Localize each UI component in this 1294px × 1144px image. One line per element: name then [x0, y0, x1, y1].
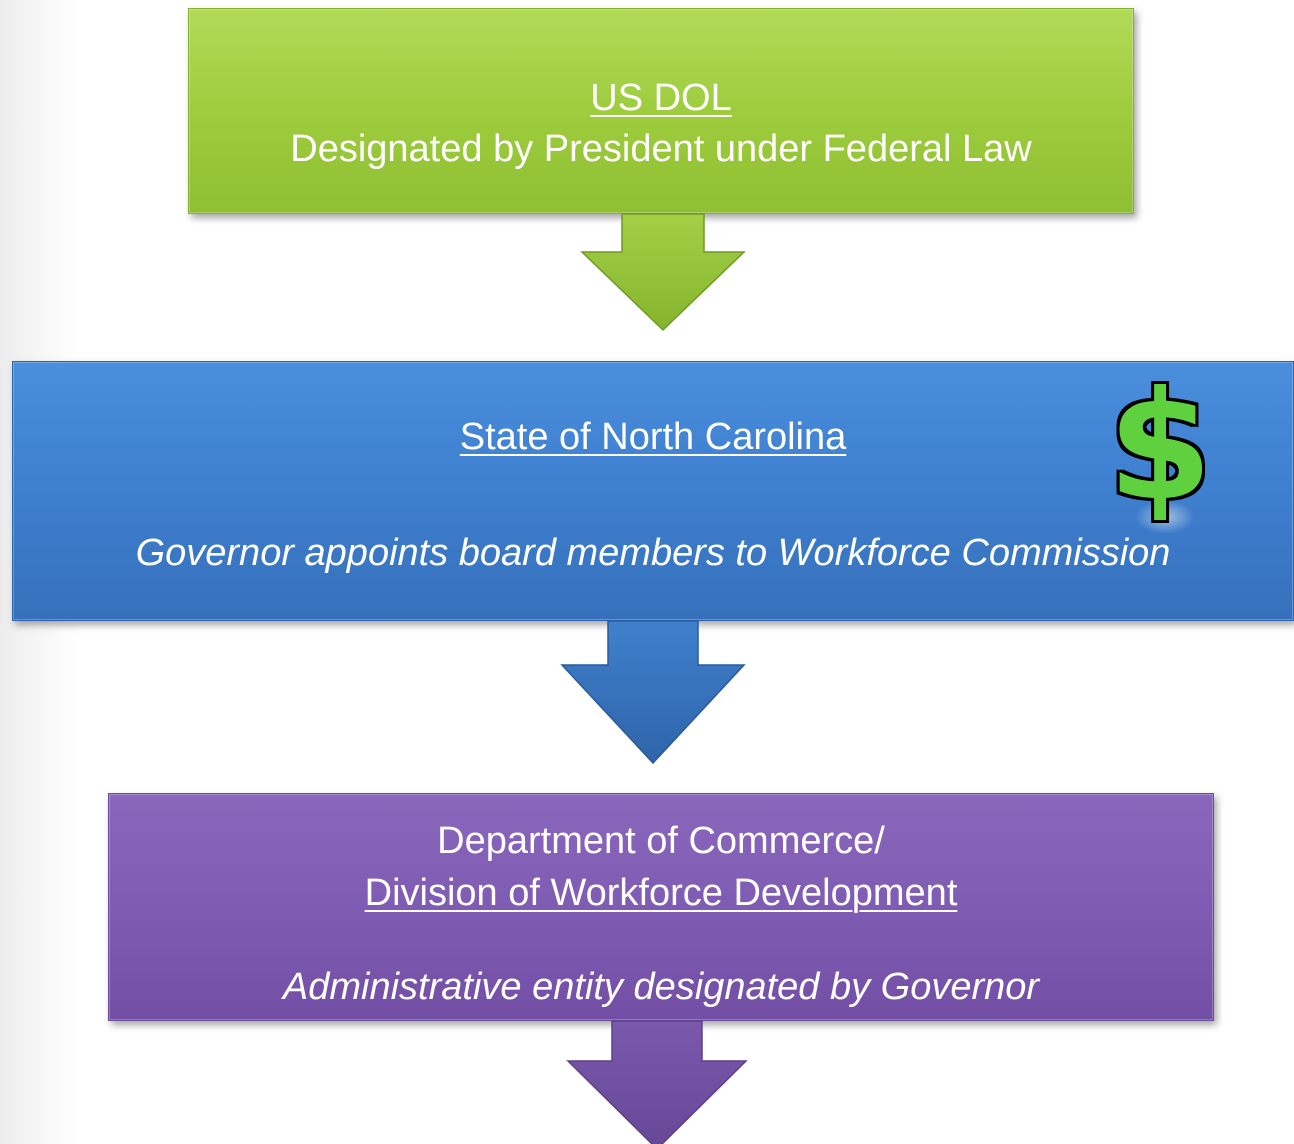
- department-of-commerce-subtitle: Administrative entity designated by Gove…: [282, 966, 1040, 1008]
- down-arrow-icon: [566, 1020, 748, 1144]
- dollar-reflection: [1135, 500, 1195, 534]
- department-of-commerce-heading: Department of Commerce/: [437, 820, 885, 862]
- us-dol-box: US DOL Designated by President under Fed…: [188, 8, 1134, 214]
- north-carolina-heading: State of North Carolina: [459, 416, 847, 458]
- down-arrow-icon: [560, 620, 746, 765]
- down-arrow-icon: [580, 213, 746, 332]
- dollar-sign-icon: $: [1107, 360, 1213, 534]
- division-of-workforce-development-heading: Division of Workforce Development: [364, 872, 958, 914]
- department-of-commerce-box: Department of Commerce/ Division of Work…: [108, 793, 1214, 1021]
- north-carolina-subtitle: Governor appoints board members to Workf…: [135, 532, 1171, 574]
- us-dol-heading: US DOL: [590, 77, 732, 119]
- us-dol-subtitle: Designated by President under Federal La…: [290, 128, 1032, 170]
- north-carolina-box: State of North Carolina Governor appoint…: [12, 361, 1294, 621]
